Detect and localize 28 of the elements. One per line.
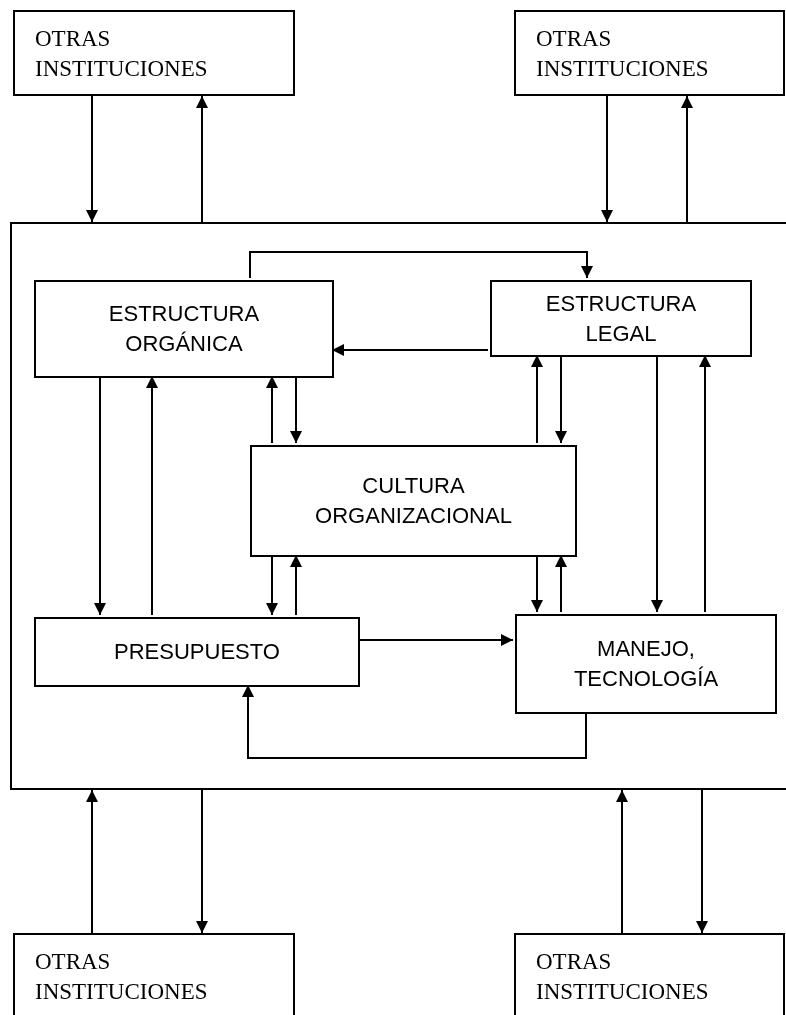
process-box <box>34 617 360 687</box>
arrow <box>249 251 593 279</box>
box-label: OTRAS INSTITUCIONES <box>35 948 209 1006</box>
frame-box <box>10 222 786 790</box>
process-box <box>250 445 577 557</box>
process-box <box>490 280 752 357</box>
arrow <box>86 789 98 934</box>
box-label: CULTURA ORGANIZACIONAL <box>314 472 513 530</box>
process-box <box>34 280 334 378</box>
arrow <box>196 789 208 934</box>
process-box <box>515 614 777 714</box>
box-label: ESTRUCTURA ORGÁNICA <box>107 300 261 358</box>
arrow <box>86 95 98 223</box>
arrow <box>196 95 208 223</box>
box-label: OTRAS INSTITUCIONES <box>536 948 710 1006</box>
process-box <box>514 933 785 1015</box>
arrow <box>696 789 708 934</box>
box-label: ESTRUCTURA LEGAL <box>544 289 698 348</box>
arrow <box>681 95 693 223</box>
process-box <box>13 933 295 1015</box>
process-box <box>13 10 295 96</box>
arrow <box>616 789 628 934</box>
arrow <box>601 95 613 223</box>
box-label: OTRAS INSTITUCIONES <box>35 25 209 83</box>
box-label: OTRAS INSTITUCIONES <box>536 25 710 83</box>
box-label: PRESUPUESTO <box>114 638 280 666</box>
process-box <box>514 10 785 96</box>
box-label: MANEJO, TECNOLOGÍA <box>572 635 720 693</box>
